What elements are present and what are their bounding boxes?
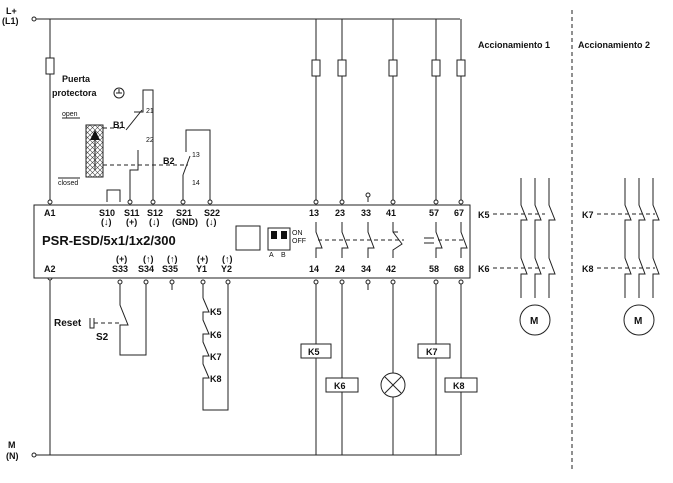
svg-text:(↑): (↑) xyxy=(222,254,233,264)
module-name: PSR-ESD/5x1/1x2/300 xyxy=(42,233,176,248)
svg-text:13: 13 xyxy=(192,152,200,159)
svg-text:(+): (+) xyxy=(197,254,208,264)
closed-label: closed xyxy=(58,180,78,187)
feedback-loop: K5 K6 K7 K8 xyxy=(200,279,231,411)
coil-k5 xyxy=(300,343,332,359)
switch-b1: B1 21 22 xyxy=(113,89,156,205)
terminal-s33: S33 xyxy=(112,264,128,274)
coil-k8 xyxy=(444,377,478,393)
svg-text:22: 22 xyxy=(146,137,154,144)
svg-text:OFF: OFF xyxy=(292,238,306,245)
svg-text:K6: K6 xyxy=(210,330,222,340)
supply-fuse xyxy=(45,19,55,205)
coil-k7 xyxy=(417,343,451,359)
terminal-s11: S11 xyxy=(124,208,140,218)
bottom-rail xyxy=(31,452,460,458)
motor-1-icon xyxy=(519,304,551,336)
s2-label: S2 xyxy=(96,332,109,343)
output-contacts: 13 23 33 41 57 67 14 24 34 42 58 68 xyxy=(309,208,468,274)
svg-text:(+): (+) xyxy=(126,217,137,227)
switch-b2: B2 13 14 xyxy=(163,129,213,205)
svg-text:24: 24 xyxy=(335,264,345,274)
svg-text:42: 42 xyxy=(386,264,396,274)
svg-text:K6: K6 xyxy=(334,381,346,391)
svg-text:(GND): (GND) xyxy=(172,217,198,227)
svg-text:67: 67 xyxy=(454,208,464,218)
svg-text:13: 13 xyxy=(309,208,319,218)
motor-2-icon xyxy=(623,304,655,336)
svg-text:K5: K5 xyxy=(308,347,320,357)
a2-wire xyxy=(47,275,53,455)
svg-text:K7: K7 xyxy=(210,352,222,362)
bottom-terminals: A2 (+) S33 (↑) S34 (↑) S35 (+) Y1 (↑) Y2 xyxy=(44,254,233,274)
svg-text:41: 41 xyxy=(386,208,396,218)
svg-text:A: A xyxy=(269,252,274,259)
terminal-y1: Y1 xyxy=(196,264,207,274)
reset-circuit: Reset S2 xyxy=(54,279,175,356)
door-title-2: protectora xyxy=(52,88,98,98)
terminal-a1: A1 xyxy=(44,208,56,218)
drive-2: Accionamiento 2 K7 K8 M xyxy=(578,40,660,336)
svg-text:(+): (+) xyxy=(116,254,127,264)
b1-label: B1 xyxy=(113,120,125,130)
terminal-s21: S21 xyxy=(176,208,192,218)
svg-text:K5: K5 xyxy=(210,307,222,317)
top-rail-label: L+ xyxy=(6,6,17,16)
svg-text:(↑): (↑) xyxy=(167,254,178,264)
svg-text:58: 58 xyxy=(429,264,439,274)
svg-text:14: 14 xyxy=(192,180,200,187)
svg-text:K5: K5 xyxy=(478,210,490,220)
svg-text:M: M xyxy=(530,316,538,327)
door-guard: Puerta protectora open closed xyxy=(52,74,188,187)
svg-text:K6: K6 xyxy=(478,264,490,274)
terminal-s10: S10 xyxy=(99,208,115,218)
svg-text:(↓): (↓) xyxy=(206,217,217,227)
svg-text:68: 68 xyxy=(454,264,464,274)
safety-relay-module: PSR-ESD/5x1/1x2/300 ON OFF A B xyxy=(33,204,471,279)
svg-text:K7: K7 xyxy=(426,347,438,357)
drive-1: Accionamiento 1 K5 K6 M xyxy=(478,40,556,336)
svg-text:B: B xyxy=(281,252,286,259)
svg-text:K8: K8 xyxy=(210,374,222,384)
bottom-rail-label-sub: (N) xyxy=(6,451,19,461)
b2-label: B2 xyxy=(163,156,175,166)
terminal-s34: S34 xyxy=(138,264,154,274)
top-terminals: A1 S10 (↓) S11 (+) S12 (↓) S21 (GND) S22… xyxy=(44,208,220,227)
svg-text:(↓): (↓) xyxy=(101,217,112,227)
svg-text:33: 33 xyxy=(361,208,371,218)
coil-k6 xyxy=(325,377,359,393)
svg-text:ON: ON xyxy=(292,230,303,237)
svg-text:23: 23 xyxy=(335,208,345,218)
s10-link xyxy=(106,189,121,202)
svg-text:57: 57 xyxy=(429,208,439,218)
terminal-s22: S22 xyxy=(204,208,220,218)
svg-text:K8: K8 xyxy=(453,381,465,391)
drive-2-title: Accionamiento 2 xyxy=(578,40,650,50)
door-title-1: Puerta xyxy=(62,74,91,84)
terminal-s35: S35 xyxy=(162,264,178,274)
terminal-y2: Y2 xyxy=(221,264,232,274)
lamp-icon xyxy=(380,372,406,398)
top-rail-label-sub: (L1) xyxy=(2,16,19,26)
svg-text:M: M xyxy=(634,316,642,327)
drive-1-title: Accionamiento 1 xyxy=(478,40,550,50)
output-fuses xyxy=(311,19,466,205)
terminal-s12: S12 xyxy=(147,208,163,218)
svg-text:14: 14 xyxy=(309,264,319,274)
bottom-rail-label: M xyxy=(8,440,16,450)
terminal-a2: A2 xyxy=(44,264,56,274)
reset-label: Reset xyxy=(54,318,82,329)
output-loads: K5 K6 K7 K8 xyxy=(300,279,478,455)
svg-text:21: 21 xyxy=(146,108,154,115)
svg-text:(↓): (↓) xyxy=(149,217,160,227)
svg-text:34: 34 xyxy=(361,264,371,274)
svg-text:K7: K7 xyxy=(582,210,594,220)
svg-text:K8: K8 xyxy=(582,264,594,274)
svg-text:(↑): (↑) xyxy=(143,254,154,264)
open-label: open xyxy=(62,111,78,118)
top-rail xyxy=(31,16,460,22)
